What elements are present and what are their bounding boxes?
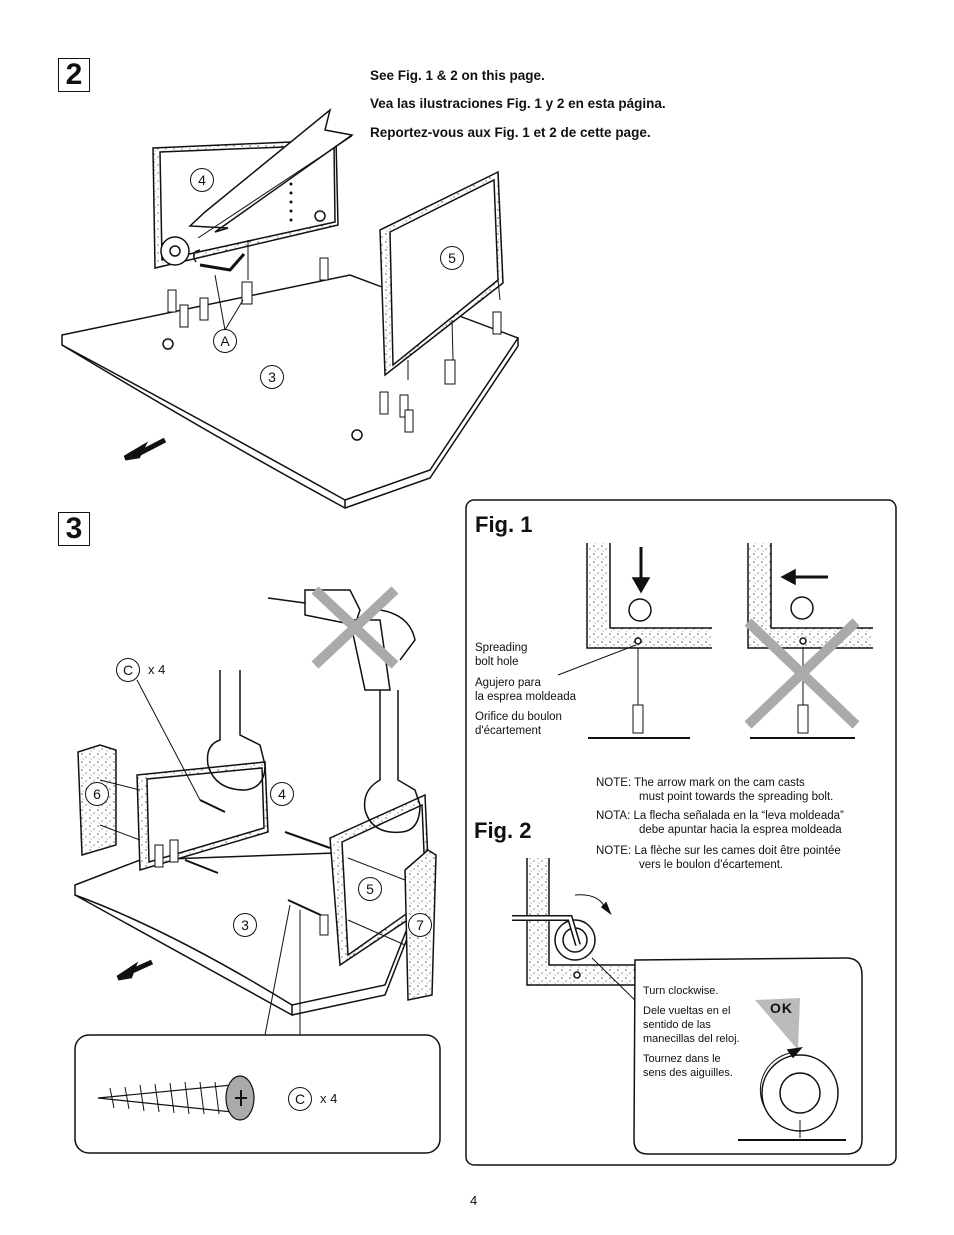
no-drill-x (311, 586, 399, 669)
page-number: 4 (470, 1193, 478, 1208)
hand-right (363, 690, 421, 834)
callout-7: 7 (408, 913, 432, 937)
callout-a: A (213, 329, 237, 353)
screws-installed (184, 799, 331, 918)
step-2-number: 2 (58, 58, 90, 92)
screw-box-qty: x 4 (320, 1091, 338, 1106)
hand-left (206, 670, 266, 791)
screw-box (74, 1034, 441, 1154)
turn-en: Turn clockwise. (643, 985, 719, 997)
direction-arrow (123, 437, 167, 461)
callout-5: 5 (440, 246, 464, 270)
callout-6: 6 (85, 782, 109, 806)
instruction-fr: Reportez-vous aux Fig. 1 et 2 de cette p… (370, 125, 651, 140)
ok-diagram (738, 998, 846, 1141)
fig1-title: Fig. 1 (475, 512, 533, 537)
instruction-es: Vea las ilustraciones Fig. 1 y 2 en esta… (370, 96, 666, 111)
callout-3b: 3 (233, 913, 257, 937)
callout-4b: 4 (270, 782, 294, 806)
ok-label: OK (770, 1000, 793, 1016)
fig1-correct (557, 543, 712, 739)
fig2-title: Fig. 2 (474, 818, 532, 843)
screw-icon (97, 1075, 255, 1121)
wrong-x (744, 618, 860, 729)
note-en: NOTE: The arrow mark on the cam casts mu… (596, 777, 834, 803)
fig2-drawing (512, 858, 646, 1011)
callout-3: 3 (260, 365, 284, 389)
note-fr: NOTE: La flèche sur les cames doit être … (596, 845, 841, 871)
pointer-arrow (188, 107, 354, 233)
bolts (167, 257, 502, 433)
callout-c: C (116, 658, 140, 682)
step3-drawing (74, 586, 437, 1036)
note-es: NOTA: La flecha señalada en la “leva mol… (596, 810, 844, 836)
step-3-number: 3 (58, 512, 90, 546)
instruction-en: See Fig. 1 & 2 on this page. (370, 68, 545, 83)
callout-5b: 5 (358, 877, 382, 901)
callout-4: 4 (190, 168, 214, 192)
fig1-wrong (744, 543, 873, 739)
screw-qty: x 4 (148, 662, 166, 677)
step2-drawing (61, 107, 520, 510)
screw-box-callout: C (288, 1087, 312, 1111)
allen-key (199, 253, 246, 272)
